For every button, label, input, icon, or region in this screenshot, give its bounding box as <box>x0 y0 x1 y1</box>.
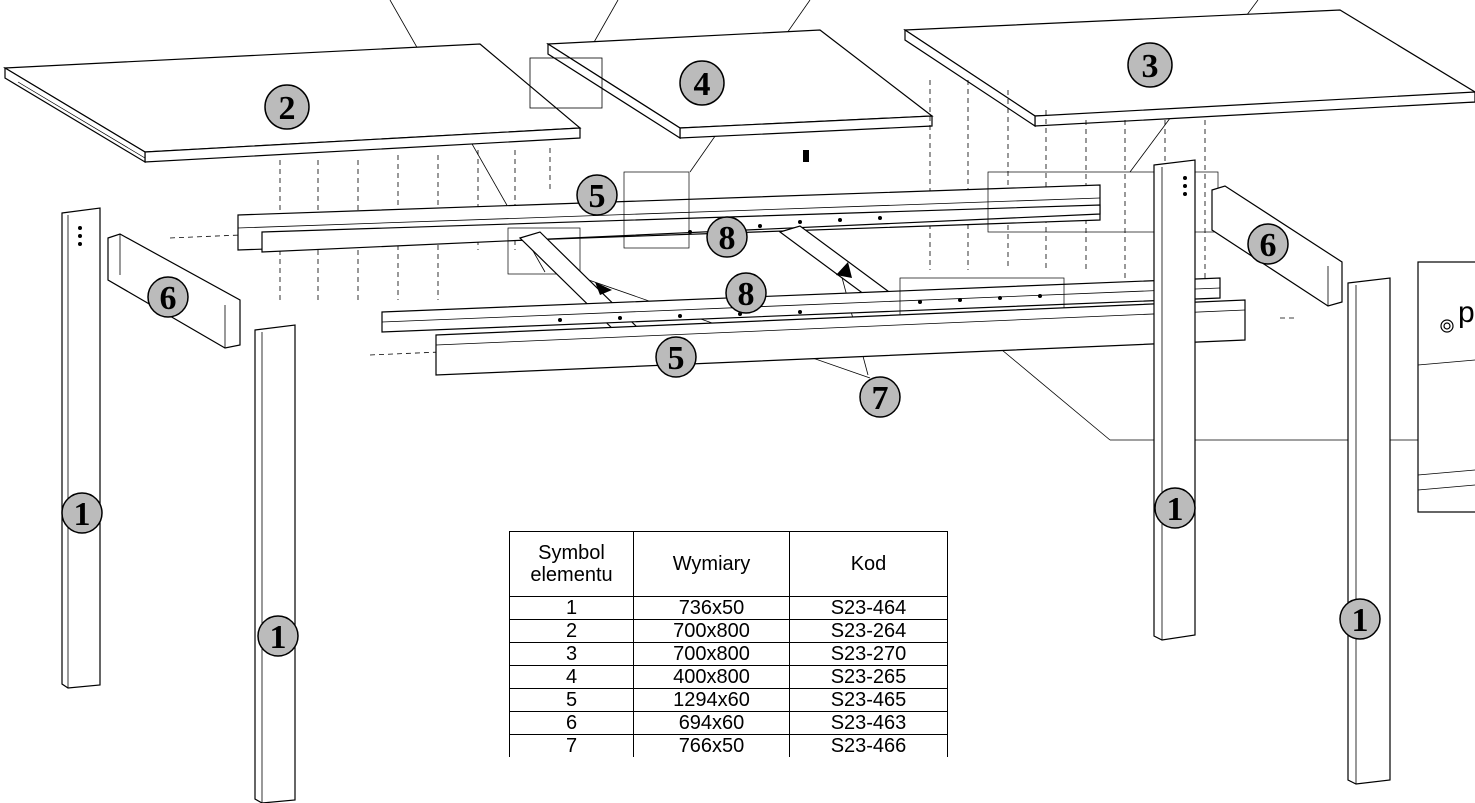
label-leg-1c-text: 1 <box>1167 491 1184 528</box>
detail-callout <box>1417 261 1475 513</box>
cell-dimensions: 736x50 <box>633 596 790 620</box>
label-rail-6b: 6 <box>1247 223 1289 265</box>
label-top-4: 4 <box>679 60 725 106</box>
legs-1 <box>61 159 1391 803</box>
label-leg-1a-text: 1 <box>74 496 91 533</box>
rail-5-lower <box>435 299 1246 376</box>
label-rail-5b: 5 <box>655 336 697 378</box>
cell-code: S23-465 <box>789 688 948 712</box>
label-rail-6a: 6 <box>147 276 189 318</box>
label-top-3-text: 3 <box>1142 48 1159 85</box>
label-top-4-text: 4 <box>694 66 711 103</box>
label-top-3: 3 <box>1127 42 1173 88</box>
label-crossbar-7: 7 <box>859 376 901 418</box>
table-top-4 <box>529 29 934 140</box>
label-slide-8a-text: 8 <box>719 220 736 257</box>
label-leg-1d-text: 1 <box>1352 602 1369 639</box>
cell-dimensions: 700x800 <box>633 619 790 643</box>
cell-code: S23-265 <box>789 665 948 689</box>
label-crossbar-7-text: 7 <box>872 380 889 417</box>
cell-symbol: 2 <box>509 619 634 643</box>
cell-dimensions: 400x800 <box>633 665 790 689</box>
cell-code: S23-466 <box>789 734 948 757</box>
cell-dimensions: 1294x60 <box>633 688 790 712</box>
label-slide-8b: 8 <box>725 272 767 314</box>
label-top-2-text: 2 <box>279 90 296 127</box>
table-header-row: Symbol elementu Wymiary Kod <box>509 531 948 597</box>
cell-code: S23-270 <box>789 642 948 666</box>
header-code: Kod <box>789 531 948 597</box>
cell-symbol: 4 <box>509 665 634 689</box>
label-rail-5b-text: 5 <box>668 340 685 377</box>
cell-dimensions: 700x800 <box>633 642 790 666</box>
header-dimensions: Wymiary <box>633 531 790 597</box>
label-slide-8b-text: 8 <box>738 276 755 313</box>
cell-symbol: 5 <box>509 688 634 712</box>
cell-code: S23-464 <box>789 596 948 620</box>
cell-symbol: 6 <box>509 711 634 735</box>
label-leg-1a: 1 <box>61 492 103 534</box>
label-leg-1b: 1 <box>257 615 299 657</box>
label-leg-1d: 1 <box>1339 598 1381 640</box>
label-rail-6a-text: 6 <box>160 280 177 317</box>
cell-symbol: 3 <box>509 642 634 666</box>
cell-dimensions: 694x60 <box>633 711 790 735</box>
label-rail-5a: 5 <box>576 174 618 216</box>
table-top-2 <box>3 43 582 164</box>
cell-code: S23-264 <box>789 619 948 643</box>
rail-5-upper <box>237 171 1219 275</box>
label-top-2: 2 <box>264 84 310 130</box>
label-rail-6b-text: 6 <box>1260 227 1277 264</box>
detail-text: p <box>1458 296 1475 329</box>
label-leg-1c: 1 <box>1154 487 1196 529</box>
cell-dimensions: 766x50 <box>633 734 790 757</box>
cell-symbol: 7 <box>509 734 634 757</box>
label-slide-8a: 8 <box>706 216 748 258</box>
cell-code: S23-463 <box>789 711 948 735</box>
callouts: 1 1 1 1 2 3 4 5 5 6 6 7 8 8 <box>61 42 1381 657</box>
header-symbol: Symbol elementu <box>509 531 634 597</box>
table-top-3 <box>903 9 1475 128</box>
label-rail-5a-text: 5 <box>589 178 606 215</box>
label-leg-1b-text: 1 <box>270 619 287 656</box>
cell-symbol: 1 <box>509 596 634 620</box>
